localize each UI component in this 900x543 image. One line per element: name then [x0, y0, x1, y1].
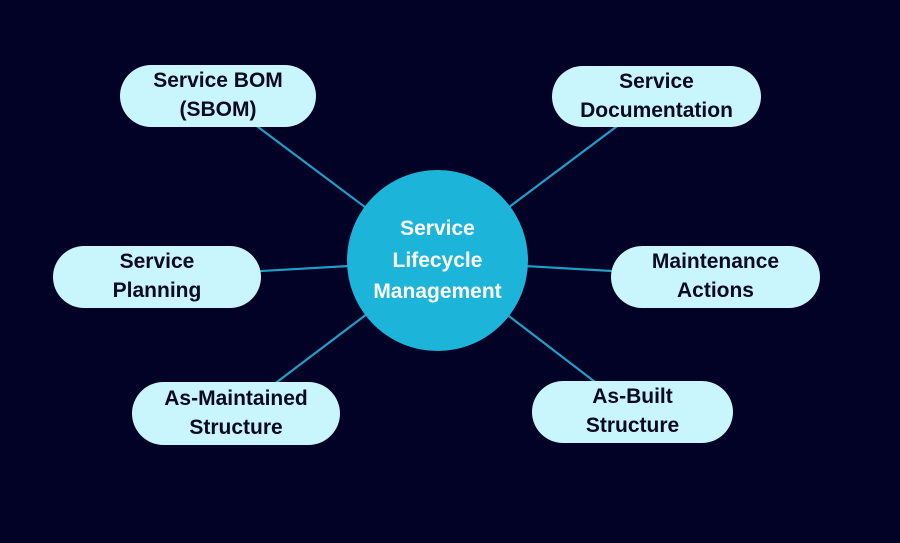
node-service-bom-line1: Service BOM — [153, 69, 283, 93]
hub-line2: Lifecycle — [392, 248, 483, 272]
node-service-documentation-line2: Documentation — [580, 98, 733, 122]
node-as-maintained-structure-line1: As-Maintained — [164, 386, 308, 410]
hub-service-lifecycle-management: Service Lifecycle Management — [347, 170, 528, 351]
hub-line1: Service — [400, 217, 475, 241]
node-service-planning: Service Planning — [53, 246, 261, 308]
hub-line3: Management — [373, 280, 502, 304]
node-service-bom-line2: (SBOM) — [179, 98, 257, 121]
node-service-bom: Service BOM (SBOM) — [120, 65, 316, 127]
node-service-planning-line1: Service — [119, 250, 195, 274]
node-as-built-structure-line2: Structure — [585, 414, 680, 437]
node-as-maintained-structure-line2: Structure — [189, 415, 283, 439]
node-service-documentation-line1: Service — [619, 69, 694, 93]
node-as-built-structure-line1: As-Built — [592, 385, 673, 409]
node-service-documentation: Service Documentation — [552, 66, 761, 127]
node-maintenance-actions-line1: Maintenance — [651, 250, 780, 274]
node-maintenance-actions: Maintenance Actions — [611, 246, 820, 308]
node-service-planning-line2: Planning — [112, 279, 202, 302]
node-maintenance-actions-line2: Actions — [676, 279, 754, 302]
node-as-built-structure: As-Built Structure — [532, 381, 733, 443]
node-as-maintained-structure: As-Maintained Structure — [132, 382, 340, 445]
